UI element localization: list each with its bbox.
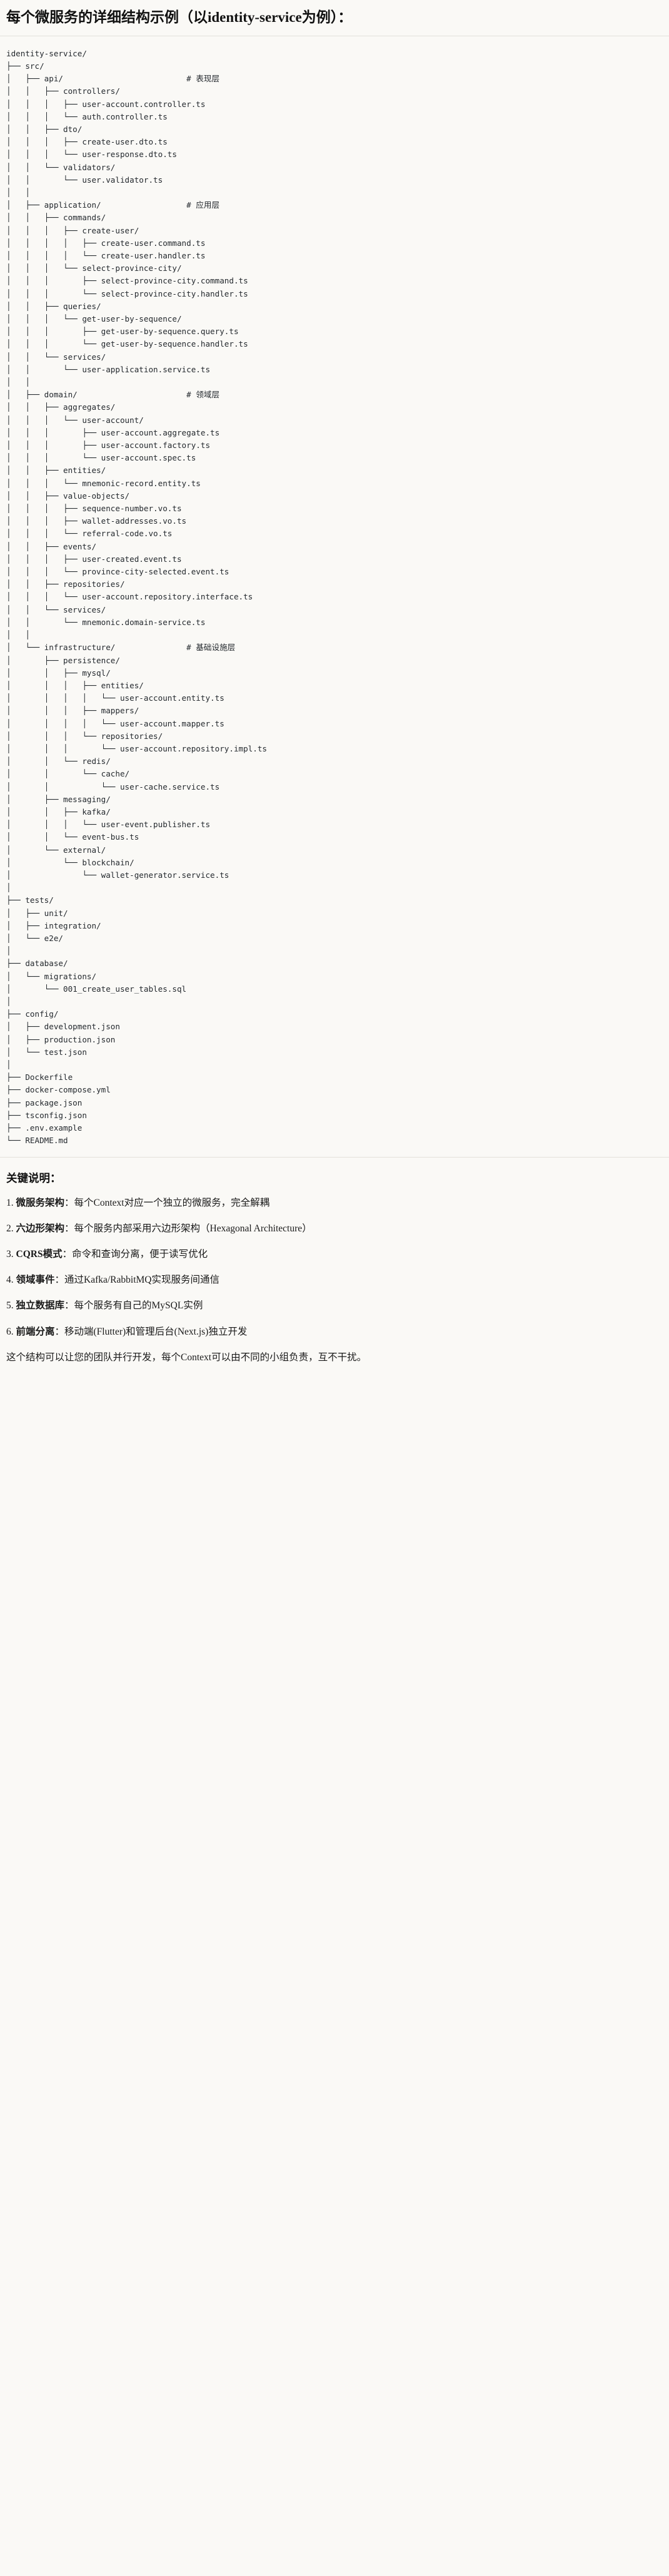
- key-note-term: 领域事件: [16, 1275, 55, 1286]
- key-note-term: 六边形架构: [16, 1223, 65, 1235]
- key-note-item: 1. 微服务架构：每个Context对应一个独立的微服务，完全解耦: [6, 1196, 663, 1211]
- key-note-body: ：命令和查询分离，便于读写优化: [62, 1249, 208, 1260]
- key-note-body: ：移动端(Flutter)和管理后台(Next.js)独立开发: [54, 1326, 248, 1337]
- key-note-term: 微服务架构: [16, 1198, 65, 1209]
- key-note-term: 独立数据库: [16, 1300, 65, 1311]
- key-note-number: 1.: [6, 1198, 14, 1209]
- key-notes-list: 1. 微服务架构：每个Context对应一个独立的微服务，完全解耦 2. 六边形架…: [6, 1196, 663, 1339]
- key-note-term: 前端分离: [16, 1326, 55, 1337]
- key-note-number: 5.: [6, 1300, 14, 1311]
- key-note-body: ：每个服务有自己的MySQL实例: [64, 1300, 203, 1311]
- key-note-term: CQRS模式: [16, 1249, 63, 1260]
- page-title: 每个微服务的详细结构示例（以identity-service为例）：: [6, 9, 353, 25]
- key-note-body: ：每个服务内部采用六边形架构（Hexagonal Architecture）: [64, 1223, 312, 1235]
- key-note-item: 3. CQRS模式：命令和查询分离，便于读写优化: [6, 1247, 663, 1262]
- key-note-item: 4. 领域事件：通过Kafka/RabbitMQ实现服务间通信: [6, 1273, 663, 1288]
- key-note-number: 6.: [6, 1326, 14, 1337]
- key-note-item: 2. 六边形架构：每个服务内部采用六边形架构（Hexagonal Archite…: [6, 1221, 663, 1236]
- key-notes-section: 关键说明： 1. 微服务架构：每个Context对应一个独立的微服务，完全解耦 2…: [0, 1158, 669, 1374]
- key-note-body: ：通过Kafka/RabbitMQ实现服务间通信: [54, 1275, 219, 1286]
- key-note-item: 6. 前端分离：移动端(Flutter)和管理后台(Next.js)独立开发: [6, 1325, 663, 1340]
- directory-tree: identity-service/ ├── src/ │ ├── api/ # …: [6, 48, 663, 1148]
- key-note-body: ：每个Context对应一个独立的微服务，完全解耦: [64, 1198, 270, 1209]
- key-note-number: 2.: [6, 1223, 14, 1235]
- directory-tree-code: identity-service/ ├── src/ │ ├── api/ # …: [6, 48, 268, 1146]
- key-note-number: 3.: [6, 1249, 14, 1260]
- directory-tree-block: identity-service/ ├── src/ │ ├── api/ # …: [0, 36, 669, 1158]
- closing-paragraph: 这个结构可以让您的团队并行开发，每个Context可以由不同的小组负责，互不干扰…: [6, 1352, 367, 1363]
- key-note-item: 5. 独立数据库：每个服务有自己的MySQL实例: [6, 1298, 663, 1313]
- document-header: 每个微服务的详细结构示例（以identity-service为例）：: [0, 0, 669, 36]
- key-notes-title: 关键说明：: [6, 1172, 61, 1185]
- key-note-number: 4.: [6, 1275, 14, 1286]
